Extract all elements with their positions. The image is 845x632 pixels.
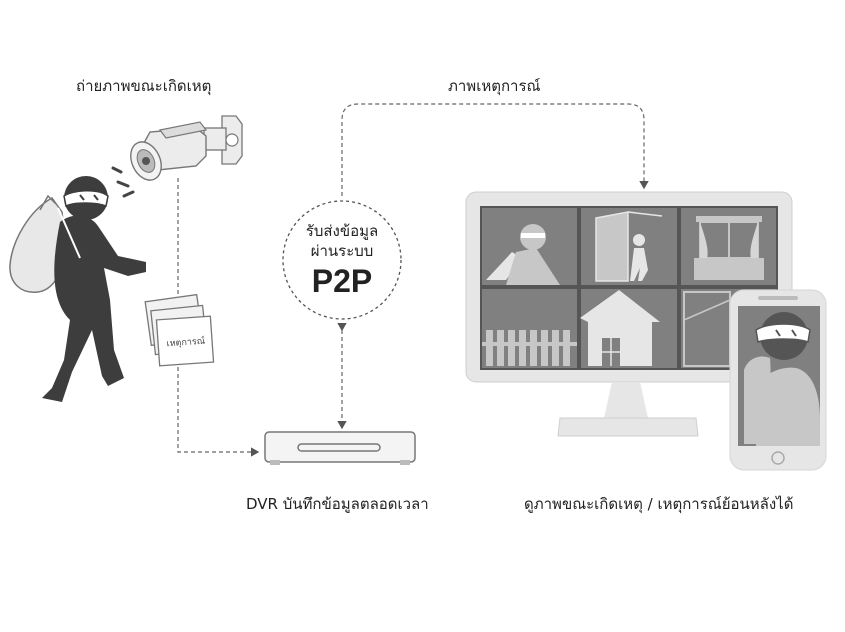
event-card-stack: เหตุการณ์ (144, 293, 215, 367)
p2p-line2: ผ่านระบบ (311, 242, 374, 260)
video-tile-2 (581, 208, 677, 285)
connector-p2p-to-monitor (341, 103, 649, 196)
label-event-image: ภาพเหตุการณ์ (448, 77, 541, 95)
smartphone-icon (729, 289, 827, 471)
label-dvr-recording: DVR บันทึกข้อมูลตลอดเวลา (246, 495, 429, 513)
dvr-recorder-icon (264, 431, 416, 465)
cctv-camera-icon (111, 115, 243, 198)
video-tile-4 (482, 289, 577, 368)
connector-camera-to-dvr (177, 178, 260, 457)
video-tile-3 (681, 208, 776, 285)
video-tile-1 (482, 208, 577, 285)
p2p-line1: รับส่งข้อมูล (306, 222, 378, 240)
video-tile-5 (580, 289, 677, 368)
p2p-title: P2P (312, 263, 372, 299)
thief-figure-icon (9, 176, 146, 402)
label-view-playback: ดูภาพขณะเกิดเหตุ / เหตุการณ์ย้อนหลังได้ (524, 495, 794, 513)
label-capture-during-event: ถ่ายภาพขณะเกิดเหตุ (76, 77, 212, 95)
event-card-label: เหตุการณ์ (166, 335, 205, 350)
p2p-badge: รับส่งข้อมูล ผ่านระบบ P2P (282, 200, 402, 320)
